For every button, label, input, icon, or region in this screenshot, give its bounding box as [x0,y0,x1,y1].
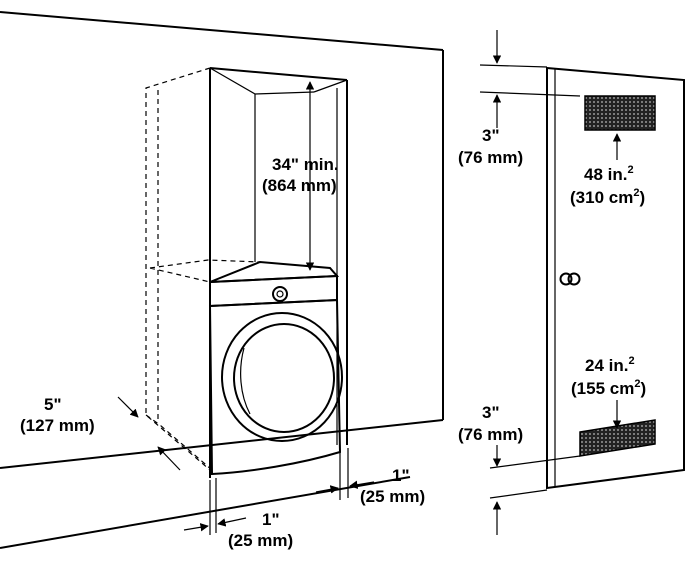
alcove-back-top [254,91,315,95]
height-min-label: 34" min. [272,155,339,174]
bottom-vent-area-label: 24 in. [585,356,628,375]
dryer-top-dashed-shadow [149,259,261,283]
right-clearance-label: 1" [392,466,410,485]
wall-top-edge [0,11,444,51]
top-vent-area-cm-exp: 2 [633,187,639,199]
alcove-top-front [209,67,348,81]
alcove-back-right-corner [313,79,348,93]
left-clearance-label: 1" [262,510,280,529]
dryer [145,259,343,476]
bottom-vent-area-cm-exp: 2 [634,378,640,390]
top-vent-offset-label: 3" [482,126,500,145]
bottom-vent-louver [579,419,656,457]
bottom-vent-offset-label: 3" [482,403,500,422]
closet-alcove [145,67,348,478]
top-vent-area-cm-label: (310 cm [570,188,633,207]
room [0,11,444,549]
dashed-wall-extension [145,67,211,471]
right-clearance-mm-label: (25 mm) [360,487,425,506]
svg-text:24 in.2: 24 in.2 [585,355,635,375]
height-dimension: 34" min. (864 mm) [262,81,339,271]
dryer-cabinet [208,298,342,476]
svg-text:(155 cm2): (155 cm2) [571,378,646,398]
dryer-door-inner [233,323,335,433]
left-side-clearance-dimension: 1" (25 mm) [183,478,293,550]
bottom-vent-area-cm-close: ) [640,379,646,398]
bottom-vent-area-exp: 2 [628,355,634,367]
top-vent-area-cm-close: ) [639,188,645,207]
rear-clearance-mm-label: (127 mm) [20,416,95,435]
closet-door [546,66,685,490]
svg-text:48 in.2: 48 in.2 [584,164,634,184]
right-side-clearance-dimension: 1" (25 mm) [315,448,425,506]
dryer-door-outer [221,312,343,442]
top-vent-offset-mm-label: (76 mm) [458,148,523,167]
door-knob-icon [559,272,581,286]
svg-text:(310 cm2): (310 cm2) [570,187,645,207]
floor-front-edge [0,476,411,549]
top-vent-area-label: 48 in. [584,165,627,184]
left-clearance-mm-label: (25 mm) [228,531,293,550]
dryer-door-shading [240,347,251,415]
door-panel [546,66,685,490]
alcove-back-left-corner [209,67,256,95]
top-vent-dimension: 48 in.2 (310 cm2) 3" (76 mm) [458,30,645,207]
control-knob-icon [272,286,288,302]
top-vent-area-exp: 2 [627,164,633,176]
bottom-vent-offset-mm-label: (76 mm) [458,425,523,444]
bottom-vent-dimension: 24 in.2 (155 cm2) 3" (76 mm) [458,355,646,535]
floor-back-edge [0,419,444,469]
rear-clearance-label: 5" [44,395,62,414]
rear-clearance-dimension: 5" (127 mm) [20,395,181,471]
top-vent-louver [584,95,656,131]
dryer-dashed-footprint [145,414,213,471]
bottom-vent-area-cm-label: (155 cm [571,379,634,398]
height-min-mm-label: (864 mm) [262,176,337,195]
